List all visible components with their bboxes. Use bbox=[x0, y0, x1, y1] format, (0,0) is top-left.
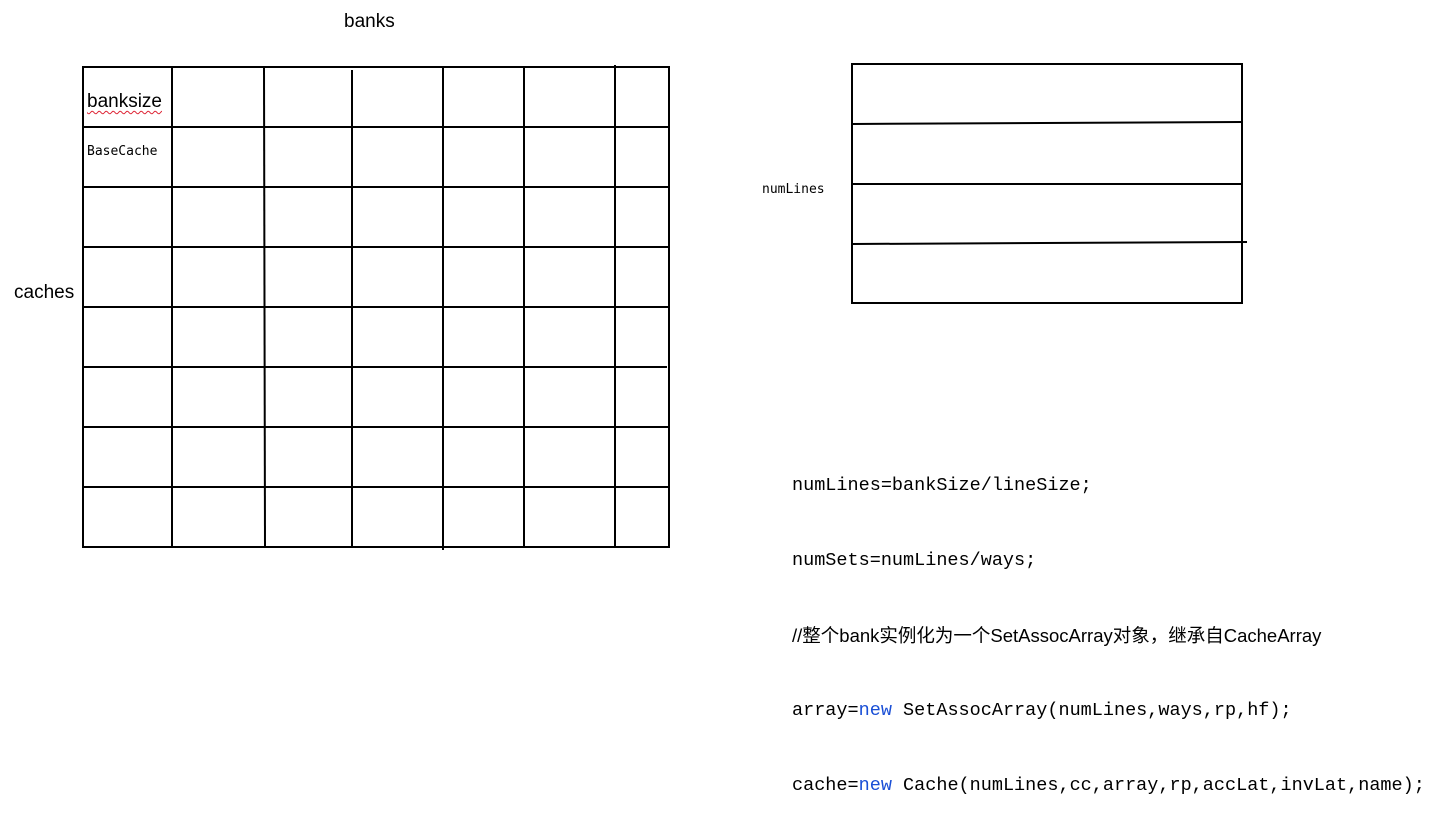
numlines-row-line bbox=[851, 241, 1248, 245]
numlines-label: numLines bbox=[762, 182, 825, 197]
basecache-label: BaseCache bbox=[87, 144, 158, 159]
code-text: array= bbox=[792, 700, 859, 721]
caches-label: caches bbox=[14, 282, 75, 303]
banks-caches-grid bbox=[82, 65, 670, 550]
banks-label: banks bbox=[344, 11, 395, 32]
code-snippet: numLines=bankSize/lineSize; numSets=numL… bbox=[792, 423, 1425, 823]
code-text: SetAssocArray(numLines,ways,rp,hf); bbox=[891, 700, 1292, 721]
diagram-canvas bbox=[82, 63, 1248, 550]
code-comment: //整个bank实例化为一个SetAssocArray对象，继承自CacheAr… bbox=[792, 625, 1322, 646]
code-line: numSets=numLines/ways; bbox=[792, 550, 1037, 571]
numlines-box bbox=[851, 63, 1248, 304]
code-line: array=new SetAssocArray(numLines,ways,rp… bbox=[792, 698, 1425, 723]
code-line: cache=new Cache(numLines,cc,array,rp,acc… bbox=[792, 773, 1425, 798]
code-text: cache= bbox=[792, 775, 859, 796]
banksize-label: banksize bbox=[87, 91, 162, 112]
numlines-row-line bbox=[851, 121, 1243, 125]
code-keyword: new bbox=[858, 700, 892, 721]
code-line: numLines=bankSize/lineSize; bbox=[792, 475, 1092, 496]
code-text: Cache(numLines,cc,array,rp,accLat,invLat… bbox=[891, 775, 1425, 796]
code-keyword: new bbox=[858, 775, 892, 796]
